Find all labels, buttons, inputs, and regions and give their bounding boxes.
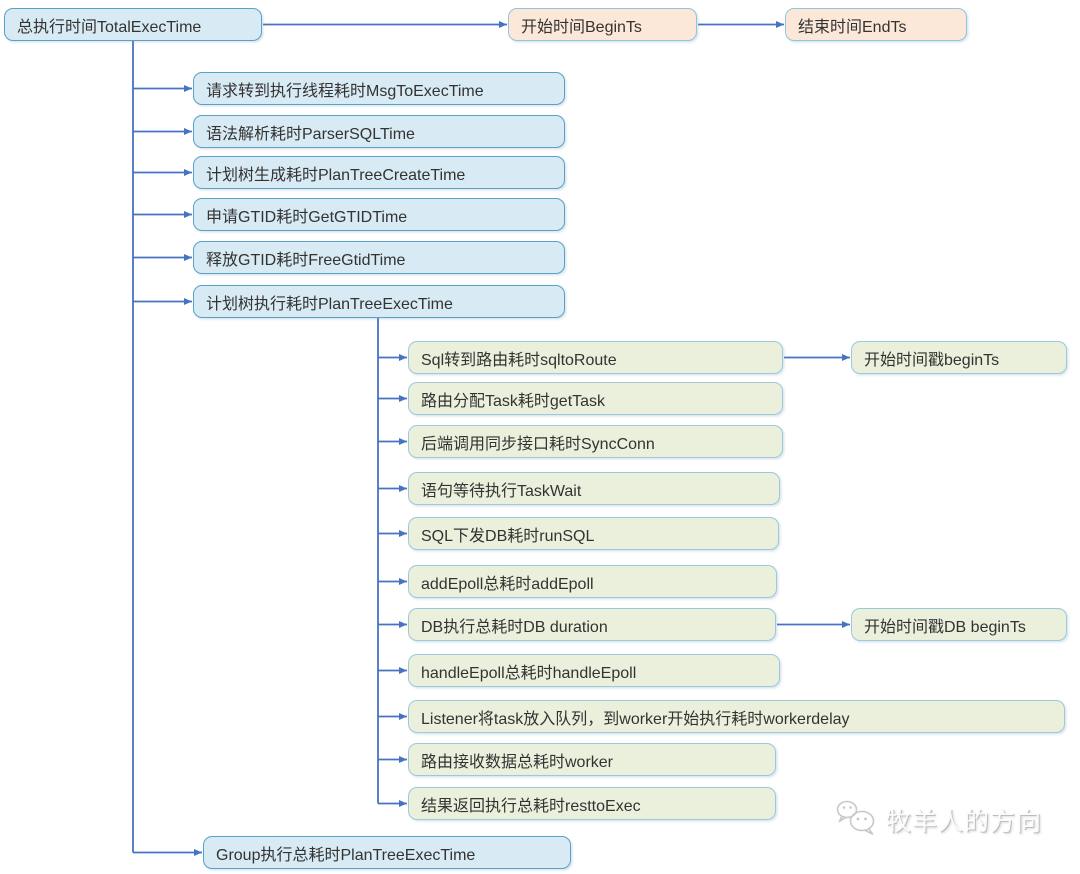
node-label: 开始时间BeginTs — [521, 18, 642, 36]
node-label: 语法解析耗时ParserSQLTime — [206, 125, 415, 143]
node-worker: 路由接收数据总耗时worker — [408, 743, 776, 776]
node-label: Listener将task放入队列，到worker开始执行耗时workerdel… — [421, 710, 850, 728]
node-total: 总执行时间TotalExecTime — [4, 8, 262, 41]
wechat-icon — [834, 798, 880, 841]
node-label: 结束时间EndTs — [798, 18, 907, 36]
node-label: Group执行总耗时PlanTreeExecTime — [216, 846, 476, 864]
node-sqltoroute: Sql转到路由耗时sqltoRoute — [408, 341, 783, 374]
node-gettask: 路由分配Task耗时getTask — [408, 382, 783, 415]
node-label: 计划树执行耗时PlanTreeExecTime — [206, 295, 453, 313]
node-plantreeexec: 计划树执行耗时PlanTreeExecTime — [193, 285, 565, 318]
node-label: 语句等待执行TaskWait — [421, 482, 582, 500]
node-label: 总执行时间TotalExecTime — [17, 18, 202, 36]
node-label: SQL下发DB耗时runSQL — [421, 527, 595, 545]
node-endts: 结束时间EndTs — [785, 8, 967, 41]
node-label: 路由接收数据总耗时worker — [421, 753, 614, 771]
node-label: handleEpoll总耗时handleEpoll — [421, 664, 637, 682]
node-taskwait: 语句等待执行TaskWait — [408, 472, 780, 505]
node-dbbegints: 开始时间戳DB beginTs — [851, 608, 1067, 641]
node-handleepoll: handleEpoll总耗时handleEpoll — [408, 654, 780, 687]
node-plantreecreate: 计划树生成耗时PlanTreeCreateTime — [193, 156, 565, 189]
node-runsql: SQL下发DB耗时runSQL — [408, 517, 779, 550]
node-workerdelay: Listener将task放入队列，到worker开始执行耗时workerdel… — [408, 700, 1065, 733]
node-label: DB执行总耗时DB duration — [421, 618, 608, 636]
node-msgtoexec: 请求转到执行线程耗时MsgToExecTime — [193, 72, 565, 105]
node-resttoexec: 结果返回执行总耗时resttoExec — [408, 787, 776, 820]
node-label: Sql转到路由耗时sqltoRoute — [421, 351, 617, 369]
node-begints: 开始时间戳beginTs — [851, 341, 1067, 374]
node-label: 请求转到执行线程耗时MsgToExecTime — [206, 82, 484, 100]
node-label: 计划树生成耗时PlanTreeCreateTime — [206, 166, 466, 184]
node-addepoll: addEpoll总耗时addEpoll — [408, 565, 777, 598]
node-label: 路由分配Task耗时getTask — [421, 392, 606, 410]
node-label: 后端调用同步接口耗时SyncConn — [421, 435, 655, 453]
node-label: 结果返回执行总耗时resttoExec — [421, 797, 641, 815]
node-dbduration: DB执行总耗时DB duration — [408, 608, 776, 641]
node-parsersql: 语法解析耗时ParserSQLTime — [193, 115, 565, 148]
node-label: 申请GTID耗时GetGTIDTime — [206, 208, 408, 226]
node-label: 开始时间戳beginTs — [864, 351, 1000, 369]
node-syncconn: 后端调用同步接口耗时SyncConn — [408, 425, 783, 458]
node-label: 开始时间戳DB beginTs — [864, 618, 1026, 636]
node-label: addEpoll总耗时addEpoll — [421, 575, 594, 593]
node-begints_top: 开始时间BeginTs — [508, 8, 697, 41]
watermark: 牧羊人的方向 — [834, 798, 1042, 841]
node-getgtid: 申请GTID耗时GetGTIDTime — [193, 198, 565, 231]
watermark-text: 牧羊人的方向 — [886, 807, 1043, 836]
node-group: Group执行总耗时PlanTreeExecTime — [203, 836, 571, 869]
node-label: 释放GTID耗时FreeGtidTime — [206, 251, 406, 269]
node-freegtid: 释放GTID耗时FreeGtidTime — [193, 241, 565, 274]
